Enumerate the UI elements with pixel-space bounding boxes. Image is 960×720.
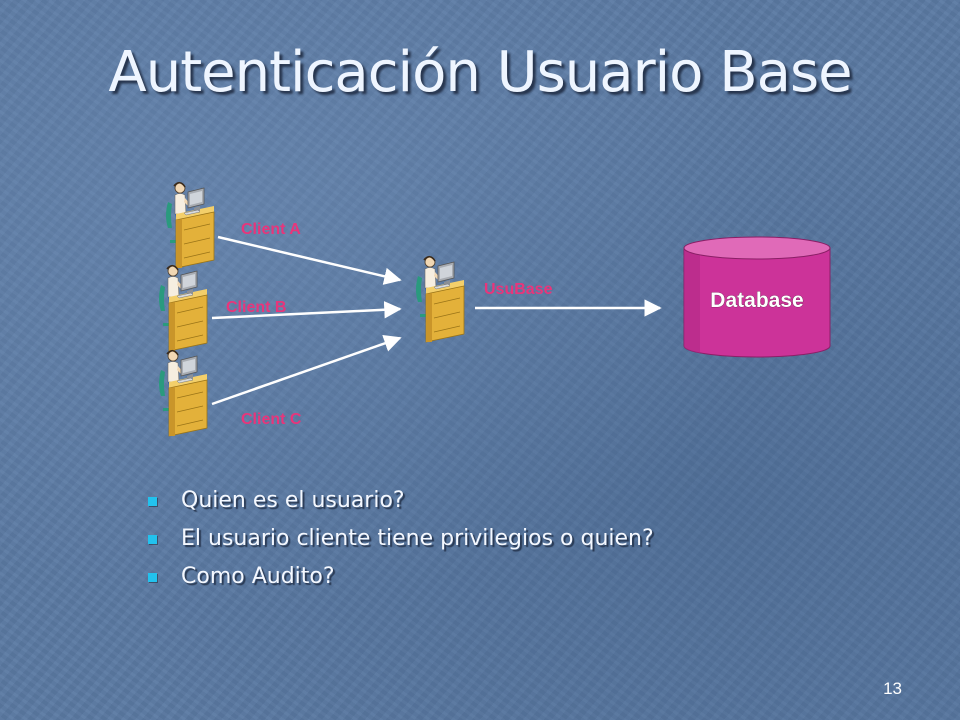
bullet-item: El usuario cliente tiene privilegios o q… xyxy=(148,520,654,558)
database-cylinder: Database xyxy=(683,236,831,358)
bullet-list: Quien es el usuario? El usuario cliente … xyxy=(148,482,654,596)
page-number: 13 xyxy=(883,679,902,698)
square-bullet-icon xyxy=(148,497,157,506)
arrow-client-c xyxy=(211,334,402,406)
bullet-text: Quien es el usuario? xyxy=(181,488,405,513)
client-b-label: Client B xyxy=(226,299,286,316)
bullet-text: Como Audito? xyxy=(181,564,335,589)
client-c-label: Client C xyxy=(241,411,302,428)
slide-title: Autenticación Usuario Base xyxy=(108,40,852,105)
database-label: Database xyxy=(710,289,803,312)
client-c-workstation xyxy=(158,349,208,437)
square-bullet-icon xyxy=(148,573,157,582)
square-bullet-icon xyxy=(148,535,157,544)
usubase-workstation xyxy=(415,255,465,343)
bullet-text: El usuario cliente tiene privilegios o q… xyxy=(181,526,654,551)
client-b-workstation xyxy=(158,264,208,352)
client-a-label: Client A xyxy=(241,221,301,238)
usubase-label: UsuBase xyxy=(484,281,553,298)
arrow-client-b xyxy=(211,301,402,320)
bullet-item: Quien es el usuario? xyxy=(148,482,654,520)
bullet-item: Como Audito? xyxy=(148,558,654,596)
client-a-workstation xyxy=(165,181,215,269)
arrow-client-a xyxy=(217,235,402,285)
